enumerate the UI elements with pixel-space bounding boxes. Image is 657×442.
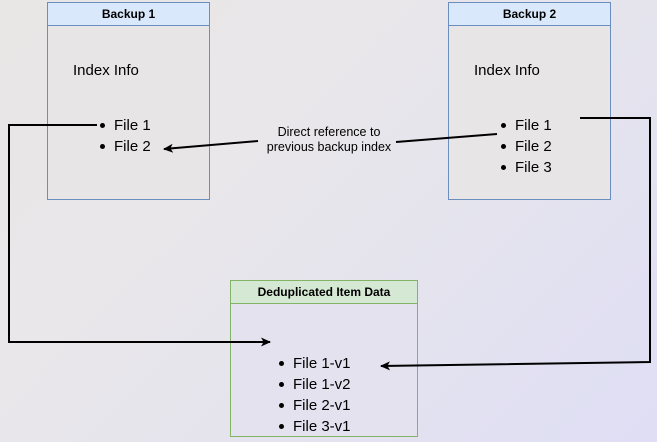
backup1-body: Index Info File 1 File 2 (47, 26, 210, 200)
backup1-file-list: File 1 File 2 (98, 115, 151, 157)
connector-annotation-to-backup1 (163, 140, 259, 153)
list-item: File 1-v2 (277, 374, 351, 395)
list-item: File 2 (499, 136, 552, 157)
list-item: File 3 (499, 157, 552, 178)
list-item: File 2-v1 (277, 395, 351, 416)
backup2-title: Backup 2 (448, 2, 611, 26)
list-item: File 1-v1 (277, 353, 351, 374)
backup2-file-list: File 1 File 2 File 3 (499, 115, 552, 178)
dedup-box: Deduplicated Item Data File 1-v1 File 1-… (230, 280, 418, 437)
connector-backup2-to-dedup (380, 117, 651, 371)
dedup-file-list: File 1-v1 File 1-v2 File 2-v1 File 3-v1 (277, 353, 351, 437)
list-item: File 1 (499, 115, 552, 136)
backup1-title: Backup 1 (47, 2, 210, 26)
connector-backup2-to-annotation (395, 133, 498, 143)
connector-backup1-to-dedup (8, 124, 271, 347)
list-item: File 1 (98, 115, 151, 136)
direct-reference-annotation: Direct reference to previous backup inde… (263, 125, 395, 155)
annotation-line-1: Direct reference to (277, 125, 381, 139)
backup2-index-label: Index Info (474, 62, 540, 79)
backup1-box: Backup 1 Index Info File 1 File 2 (47, 2, 210, 200)
backup2-body: Index Info File 1 File 2 File 3 (448, 26, 611, 200)
backup2-box: Backup 2 Index Info File 1 File 2 File 3 (448, 2, 611, 200)
annotation-line-2: previous backup index (266, 140, 392, 154)
backup1-index-label: Index Info (73, 62, 139, 79)
list-item: File 2 (98, 136, 151, 157)
dedup-body: File 1-v1 File 1-v2 File 2-v1 File 3-v1 (230, 304, 418, 437)
list-item: File 3-v1 (277, 416, 351, 437)
dedup-title: Deduplicated Item Data (230, 280, 418, 304)
